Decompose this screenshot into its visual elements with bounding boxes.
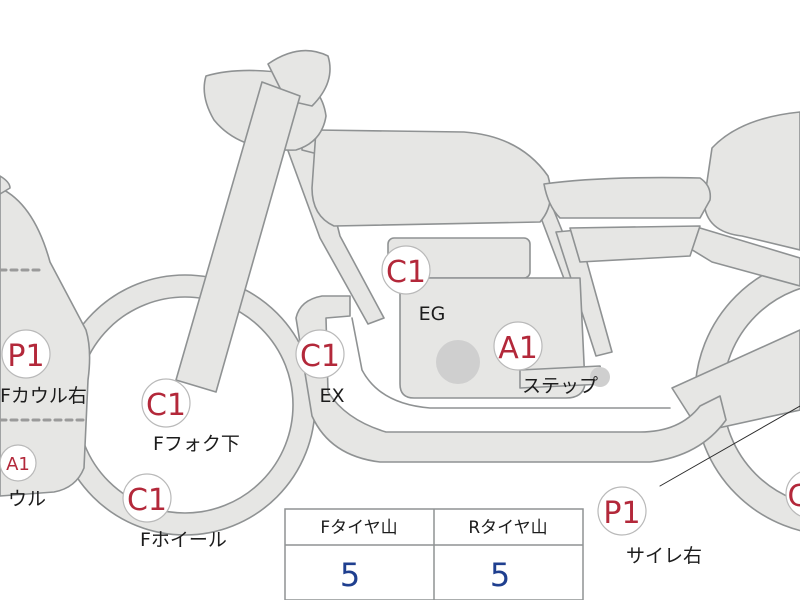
marker-label: Fホイール <box>140 529 227 551</box>
marker-code: A1 <box>6 454 30 475</box>
marker-code: C1 <box>127 483 167 518</box>
marker-label: EX <box>319 385 344 407</box>
marker-front-fork-lower[interactable]: C1 Fフォク下 <box>141 378 240 455</box>
leader-line <box>659 405 800 487</box>
front-tire-header: Fタイヤ山 <box>320 518 397 538</box>
front-fork-shape <box>175 81 301 393</box>
marker-label: Fカウル右 <box>0 385 87 407</box>
exhaust-pipe-inner-shape <box>351 317 671 409</box>
marker-label: サイレ右 <box>626 545 702 567</box>
marker-code: C1 <box>300 339 340 374</box>
marker-code: P1 <box>7 339 44 374</box>
marker-step[interactable]: A1 ステップ <box>493 321 598 397</box>
marker-code: C <box>788 479 800 514</box>
marker-engine[interactable]: C1 EG <box>381 245 446 325</box>
marker-exhaust[interactable]: C1 EX <box>295 329 345 407</box>
marker-label: EG <box>419 303 446 325</box>
exhaust-pipe-shape <box>295 295 727 463</box>
marker-label: Fフォク下 <box>153 433 240 455</box>
side-cover-shape <box>569 225 701 263</box>
marker-front-wheel[interactable]: C1 Fホイール <box>122 473 227 551</box>
tire-tread-table: Fタイヤ山 Rタイヤ山 5 5 <box>284 508 584 600</box>
front-tire-value: 5 <box>340 556 360 594</box>
marker-label: ステップ <box>522 375 598 397</box>
marker-label: ウル <box>8 488 46 510</box>
motorcycle-outline <box>0 49 800 536</box>
fuel-tank-shape <box>311 129 552 227</box>
marker-code: A1 <box>498 331 538 366</box>
marker-code: C1 <box>146 388 186 423</box>
marker-cowl-right[interactable]: P1 Fカウル右 <box>0 329 87 407</box>
seat-shape <box>543 176 712 219</box>
rear-tire-value: 5 <box>490 556 510 594</box>
marker-code: P1 <box>603 496 640 531</box>
marker-code: C1 <box>386 255 426 290</box>
marker-silencer-right[interactable]: P1 サイレ右 <box>597 486 702 567</box>
rear-fender-shape <box>703 111 800 251</box>
rear-tire-header: Rタイヤ山 <box>468 518 547 538</box>
marker-cowl[interactable]: A1 ウル <box>0 444 46 510</box>
engine-shape <box>387 237 586 399</box>
markers-layer: P1 Fカウル右 A1 ウル C1 Fフォク下 C1 Fホイール C1 EX C… <box>0 245 800 567</box>
marker-rear-edge[interactable]: C <box>785 470 800 518</box>
